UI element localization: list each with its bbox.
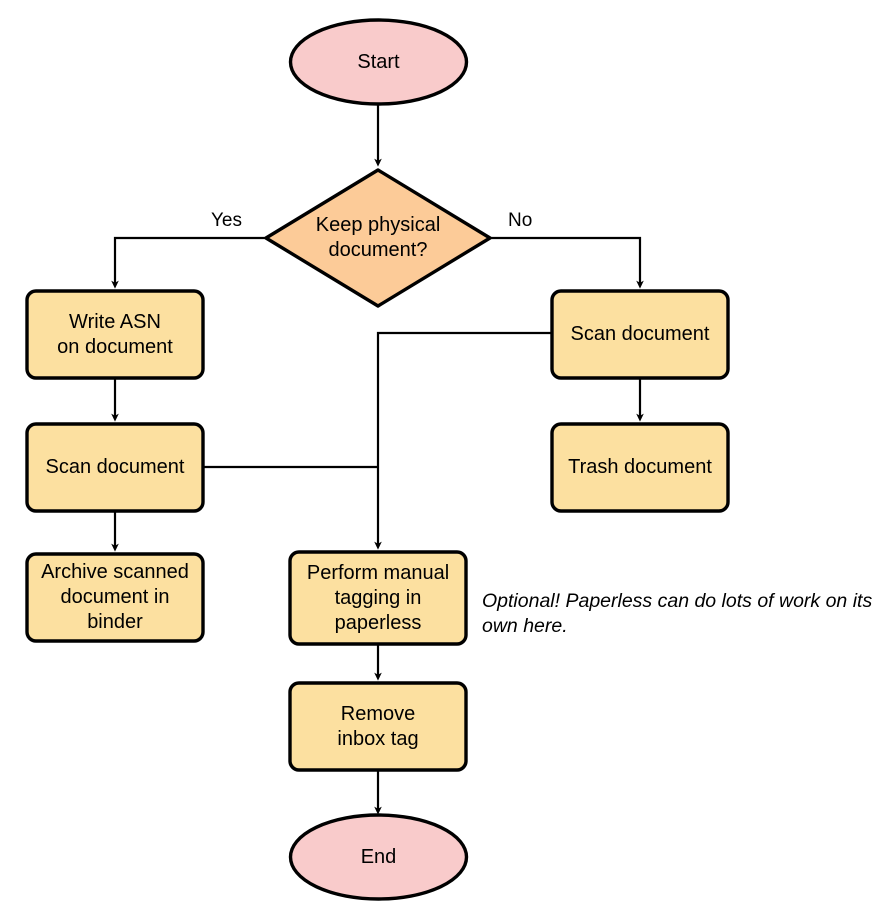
edge-decision-no-to-scan-right [490,236,644,289]
node-scan-left-shape[interactable] [25,422,205,513]
edge-label-no: No [508,210,533,231]
edge-scan-right-to-tagging [374,331,552,550]
node-end-shape[interactable] [288,813,469,901]
annotation-optional-note: Optional! Paperless can do lots of work … [482,590,873,637]
node-remove-inbox-shape[interactable] [288,681,468,772]
edge-decision-yes-to-write-asn [111,236,265,289]
edge-label-yes: Yes [211,210,242,231]
node-write-asn-shape[interactable] [25,289,205,380]
node-archive-shape[interactable] [25,552,205,643]
node-trash-shape[interactable] [550,422,730,513]
node-scan-right-shape[interactable] [550,289,730,380]
node-tagging-shape[interactable] [288,550,468,646]
node-decision-shape[interactable] [264,168,492,308]
node-start-shape[interactable] [288,18,469,106]
